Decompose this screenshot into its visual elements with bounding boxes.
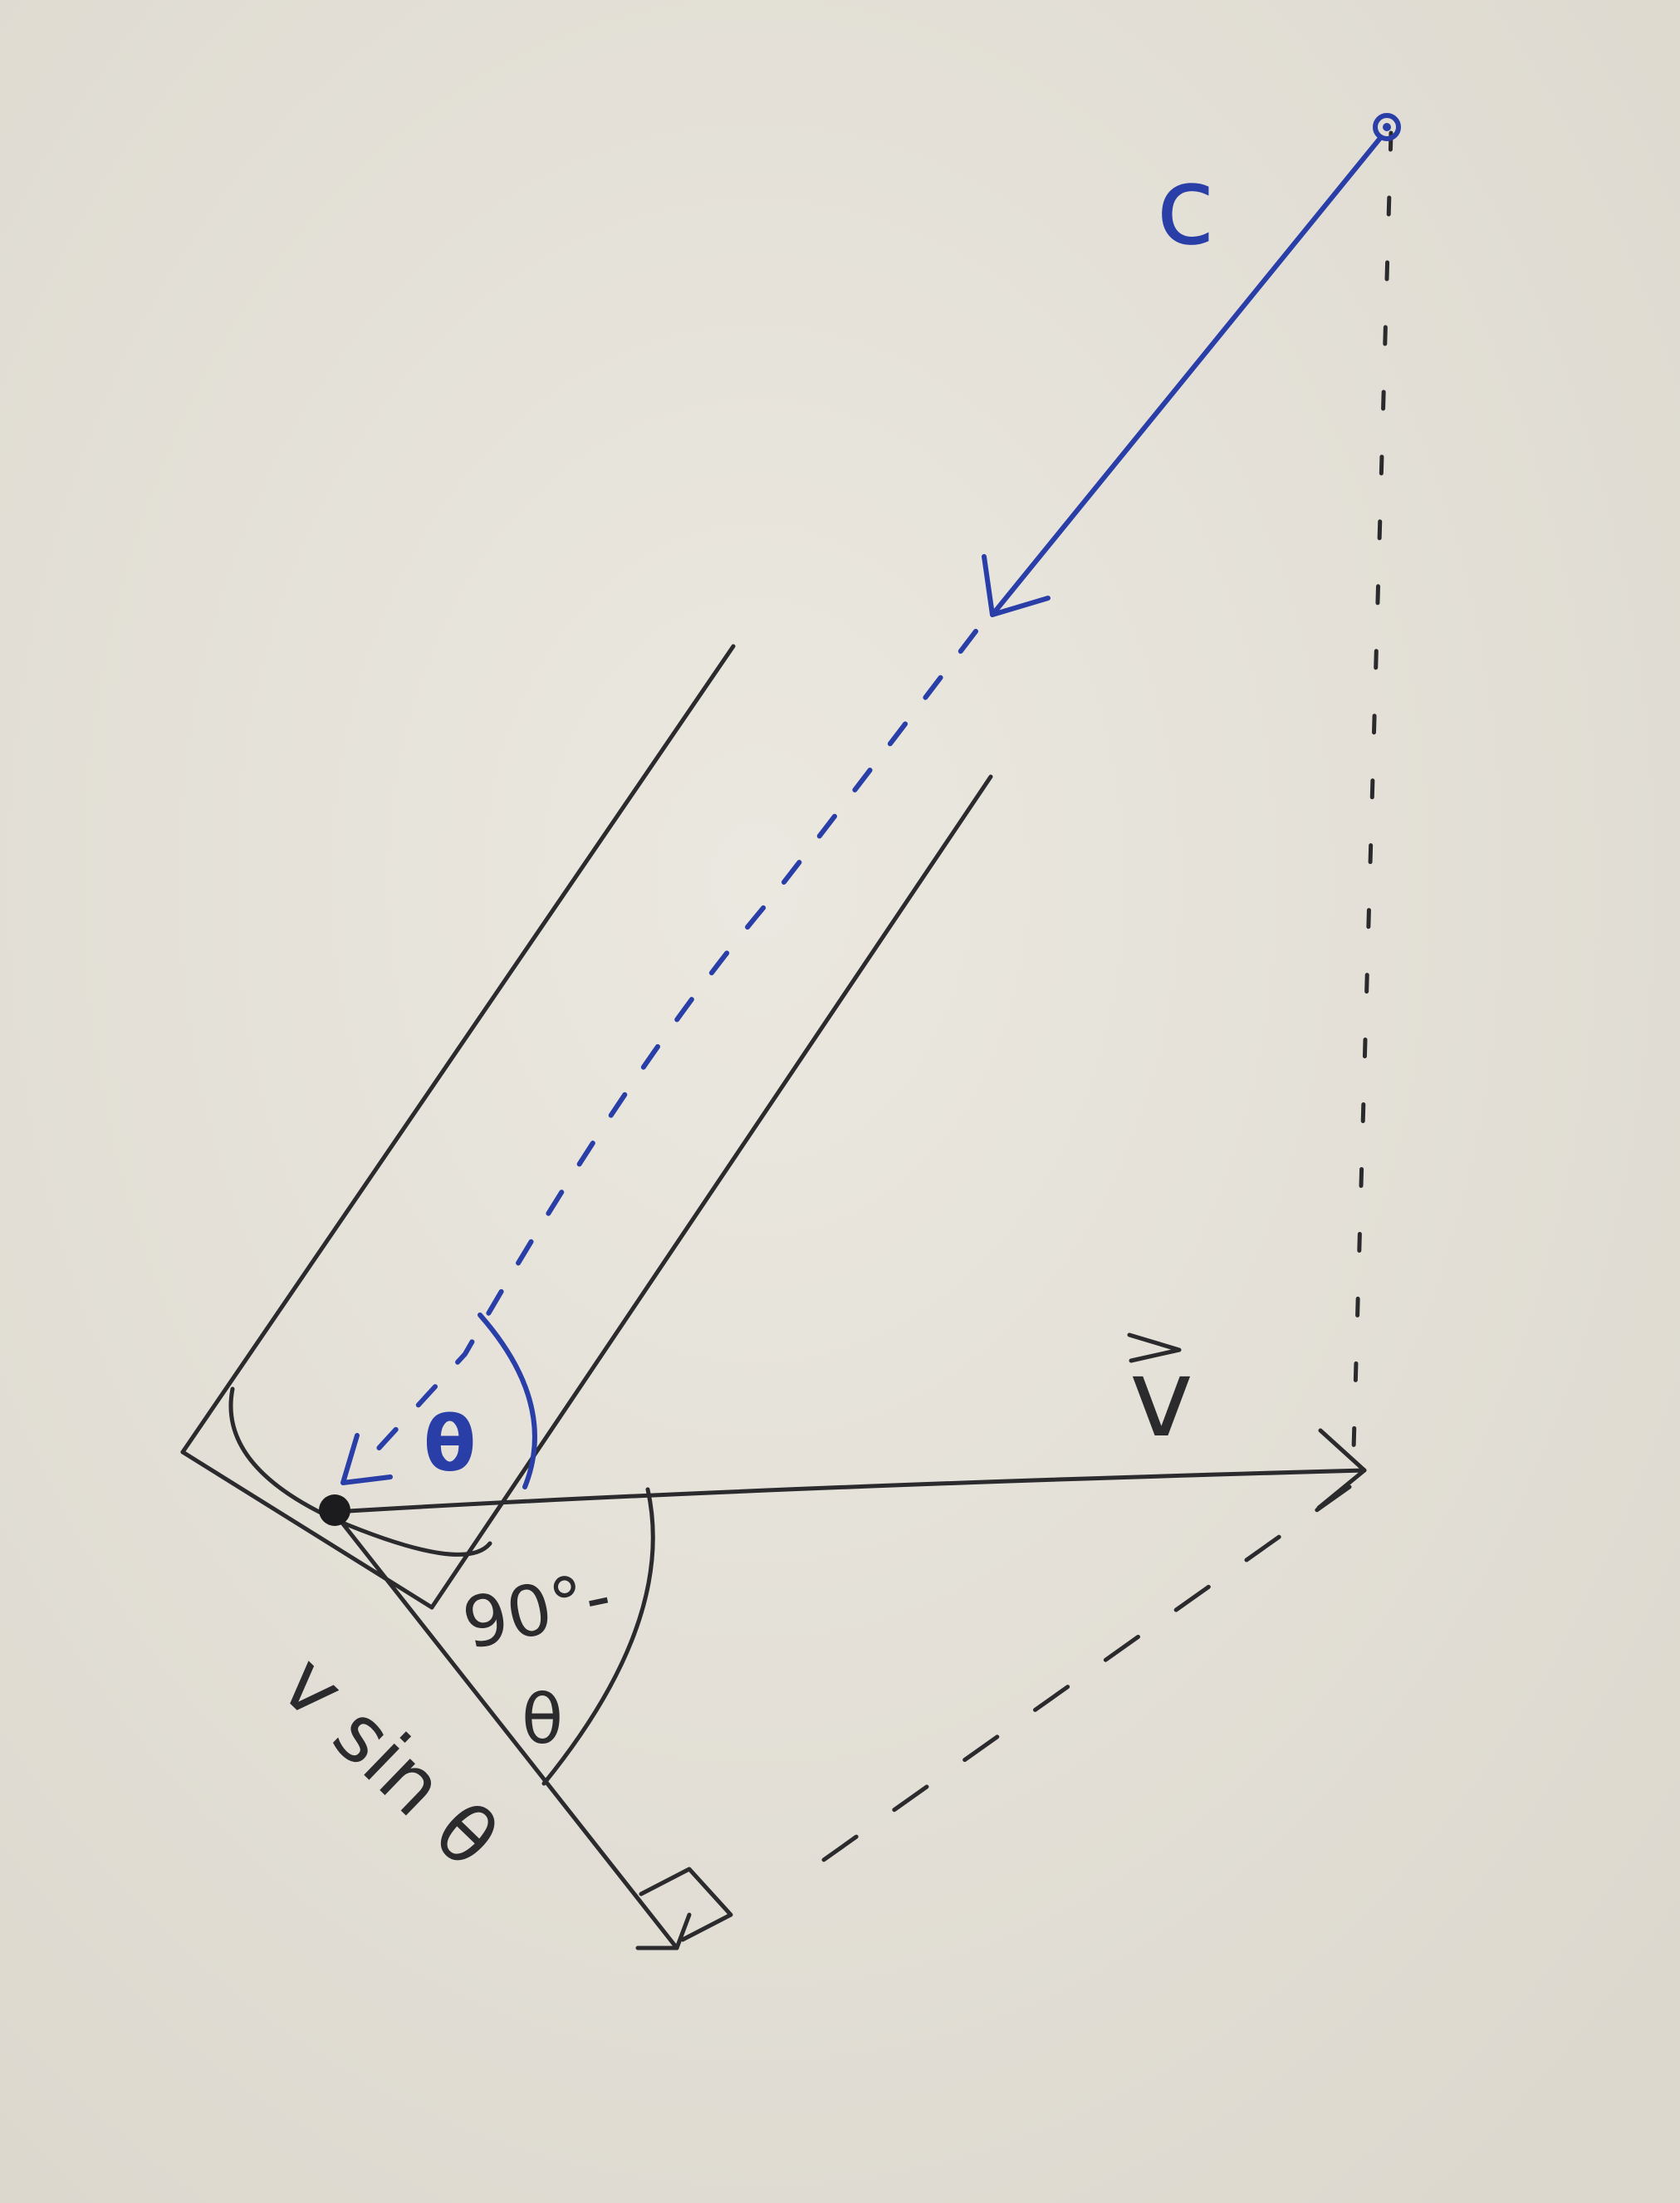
light-ray-end-arrowhead — [340, 1433, 393, 1485]
vertical-dotted-line — [1351, 130, 1393, 1452]
label-c: c — [1156, 143, 1215, 269]
light-ray-arrowhead — [982, 554, 1051, 617]
perpendicular-line — [330, 1508, 679, 1950]
label-velocity: v — [1129, 1335, 1193, 1461]
projection-dashed-line — [799, 1484, 1352, 1878]
origin-point — [319, 1494, 350, 1526]
light-ray-dashed — [371, 629, 978, 1456]
theta-angle-arc — [478, 1312, 537, 1489]
velocity-arrowhead — [1316, 1428, 1367, 1510]
tube-left-wall — [180, 644, 736, 1455]
light-ray-solid — [990, 135, 1384, 617]
right-angle-marker — [639, 1867, 733, 1942]
complement-angle-arc — [541, 1487, 655, 1786]
tube-right-wall — [429, 774, 993, 1610]
velocity-vector-arrow-mark — [1127, 1332, 1182, 1363]
light-source-point — [1373, 113, 1401, 141]
label-theta: θ — [424, 1400, 476, 1489]
light-source-dot — [1383, 123, 1391, 131]
perpendicular-arrowhead — [635, 1912, 692, 1950]
velocity-vector — [332, 1468, 1367, 1514]
label-complement-bottom: θ — [522, 1680, 563, 1759]
